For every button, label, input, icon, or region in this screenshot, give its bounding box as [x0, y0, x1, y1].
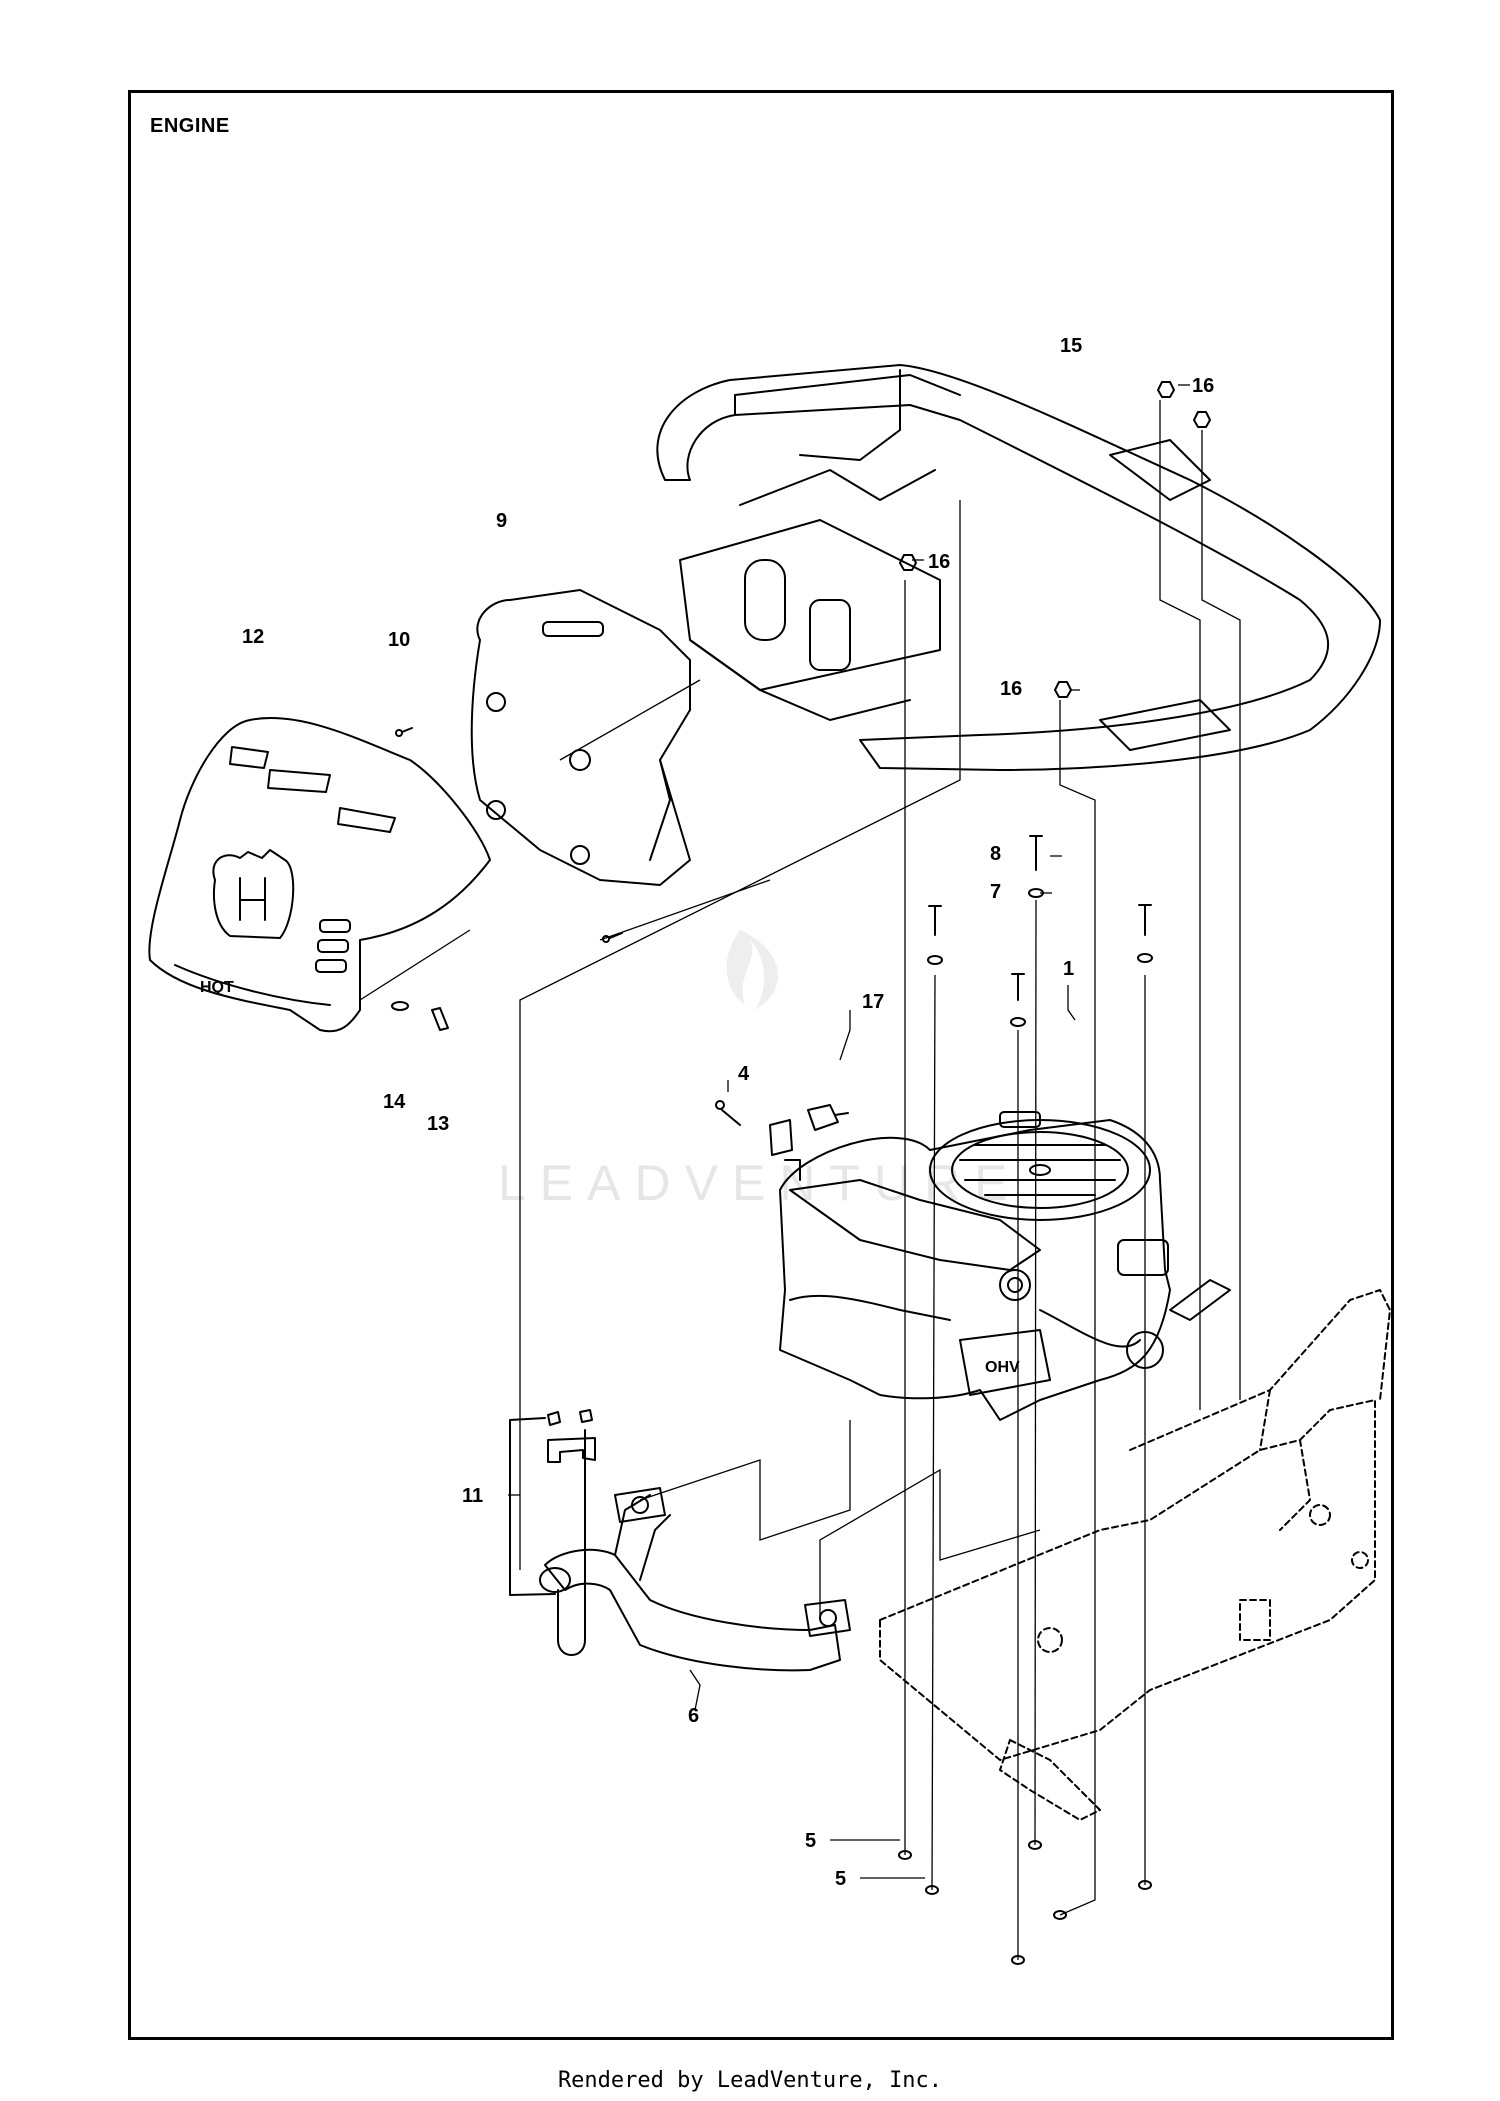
watermark: LEADVENTURE: [498, 930, 1022, 1211]
screw-part-4: [715, 1100, 741, 1126]
diagram-frame: [128, 90, 1394, 2040]
callout-1: 1: [1063, 958, 1074, 980]
callout-5-b: 5: [835, 1868, 846, 1890]
callout-16-b: 16: [928, 551, 950, 573]
engine-marking: OHV: [985, 1359, 1020, 1376]
callout-4: 4: [738, 1063, 750, 1085]
callout-9: 9: [496, 510, 507, 532]
callout-15: 15: [1060, 335, 1082, 357]
callout-10: 10: [388, 629, 410, 651]
u-bolt-part-11: [509, 1409, 596, 1656]
fasteners: [391, 381, 1211, 1031]
hood-marking: HQT: [200, 979, 234, 996]
diagram-title: ENGINE: [150, 115, 230, 137]
footer-credit: Rendered by LeadVenture, Inc.: [557, 2068, 943, 2093]
callout-leaders: [508, 384, 1190, 1879]
leader-lines: [359, 400, 1241, 1960]
exhaust-pipe-part-6: [539, 1487, 851, 1672]
rear-frame-part-15: [656, 364, 1381, 771]
callout-8: 8: [990, 843, 1001, 865]
callouts: 1 4 5 5 6 7 8 9 10 11 12 13 14 15 16 16 …: [242, 335, 1214, 1890]
callout-13: 13: [427, 1113, 449, 1135]
hood-part-12: HQT: [148, 717, 491, 1033]
sensor-part-17: [807, 1104, 849, 1131]
callout-6: 6: [688, 1705, 699, 1727]
callout-14: 14: [383, 1091, 406, 1113]
callout-17: 17: [862, 991, 884, 1013]
callout-16-c: 16: [1000, 678, 1022, 700]
chassis-frame: [879, 1289, 1391, 1821]
callout-12: 12: [242, 626, 264, 648]
engine-bolts: [898, 835, 1153, 1965]
shroud-part-9: [470, 589, 691, 886]
watermark-text: LEADVENTURE: [498, 1155, 1022, 1211]
callout-7: 7: [990, 881, 1001, 903]
callout-16-a: 16: [1192, 375, 1214, 397]
callout-5-a: 5: [805, 1830, 816, 1852]
engine-part-1: OHV: [769, 1111, 1231, 1421]
callout-11: 11: [462, 1485, 483, 1507]
